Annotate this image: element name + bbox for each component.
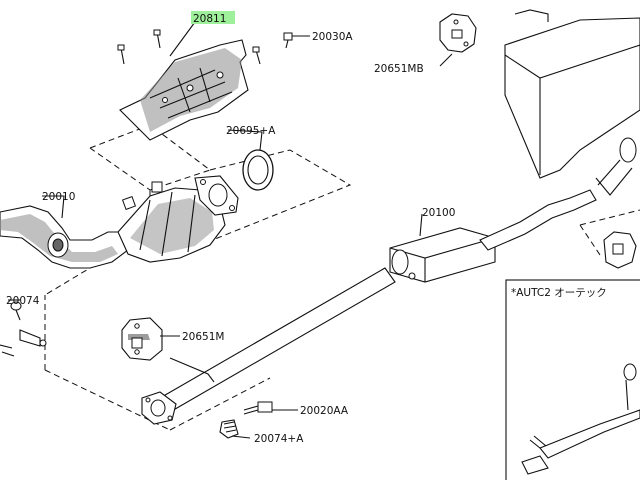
gasket-20695a[interactable]: [242, 149, 274, 191]
label-20030a[interactable]: 20030A: [312, 31, 353, 43]
label-20811[interactable]: 20811: [193, 13, 226, 25]
heat-shield-20811[interactable]: [119, 39, 249, 141]
mounting-rubber-20651m[interactable]: [121, 317, 163, 361]
label-20010[interactable]: 20010: [42, 191, 75, 203]
shield-bolts: [117, 29, 293, 65]
bolt-20020aa[interactable]: [243, 401, 273, 415]
mounting-rubber-20651mb[interactable]: [439, 13, 477, 53]
inset-tailpipe: [539, 409, 640, 459]
mounting-rubber-right: [603, 231, 637, 269]
stud-20074[interactable]: [0, 301, 47, 357]
stud-20074a[interactable]: [219, 419, 239, 439]
label-20074[interactable]: 20074: [6, 295, 40, 307]
label-20695a[interactable]: 20695+A: [226, 125, 276, 137]
label-20651m[interactable]: 20651M: [182, 331, 224, 343]
inset-title: *AUTC2 オーテック: [511, 287, 607, 299]
center-pipe-20100[interactable]: [141, 167, 633, 425]
leader-lines: [8, 21, 453, 439]
label-20020aa[interactable]: 20020AA: [300, 405, 349, 417]
label-20651mb[interactable]: 20651MB: [374, 63, 424, 75]
label-20074a[interactable]: 20074+A: [254, 433, 304, 445]
part-labels: 20811 20030A 20651MB 20695+A 20010 20100…: [6, 11, 455, 445]
label-20100[interactable]: 20100: [422, 207, 455, 219]
autc2-inset: *AUTC2 オーテック: [505, 279, 640, 480]
main-muffler[interactable]: [504, 9, 640, 186]
highlight-20811: [191, 11, 235, 24]
front-tube-20010[interactable]: [0, 175, 239, 269]
